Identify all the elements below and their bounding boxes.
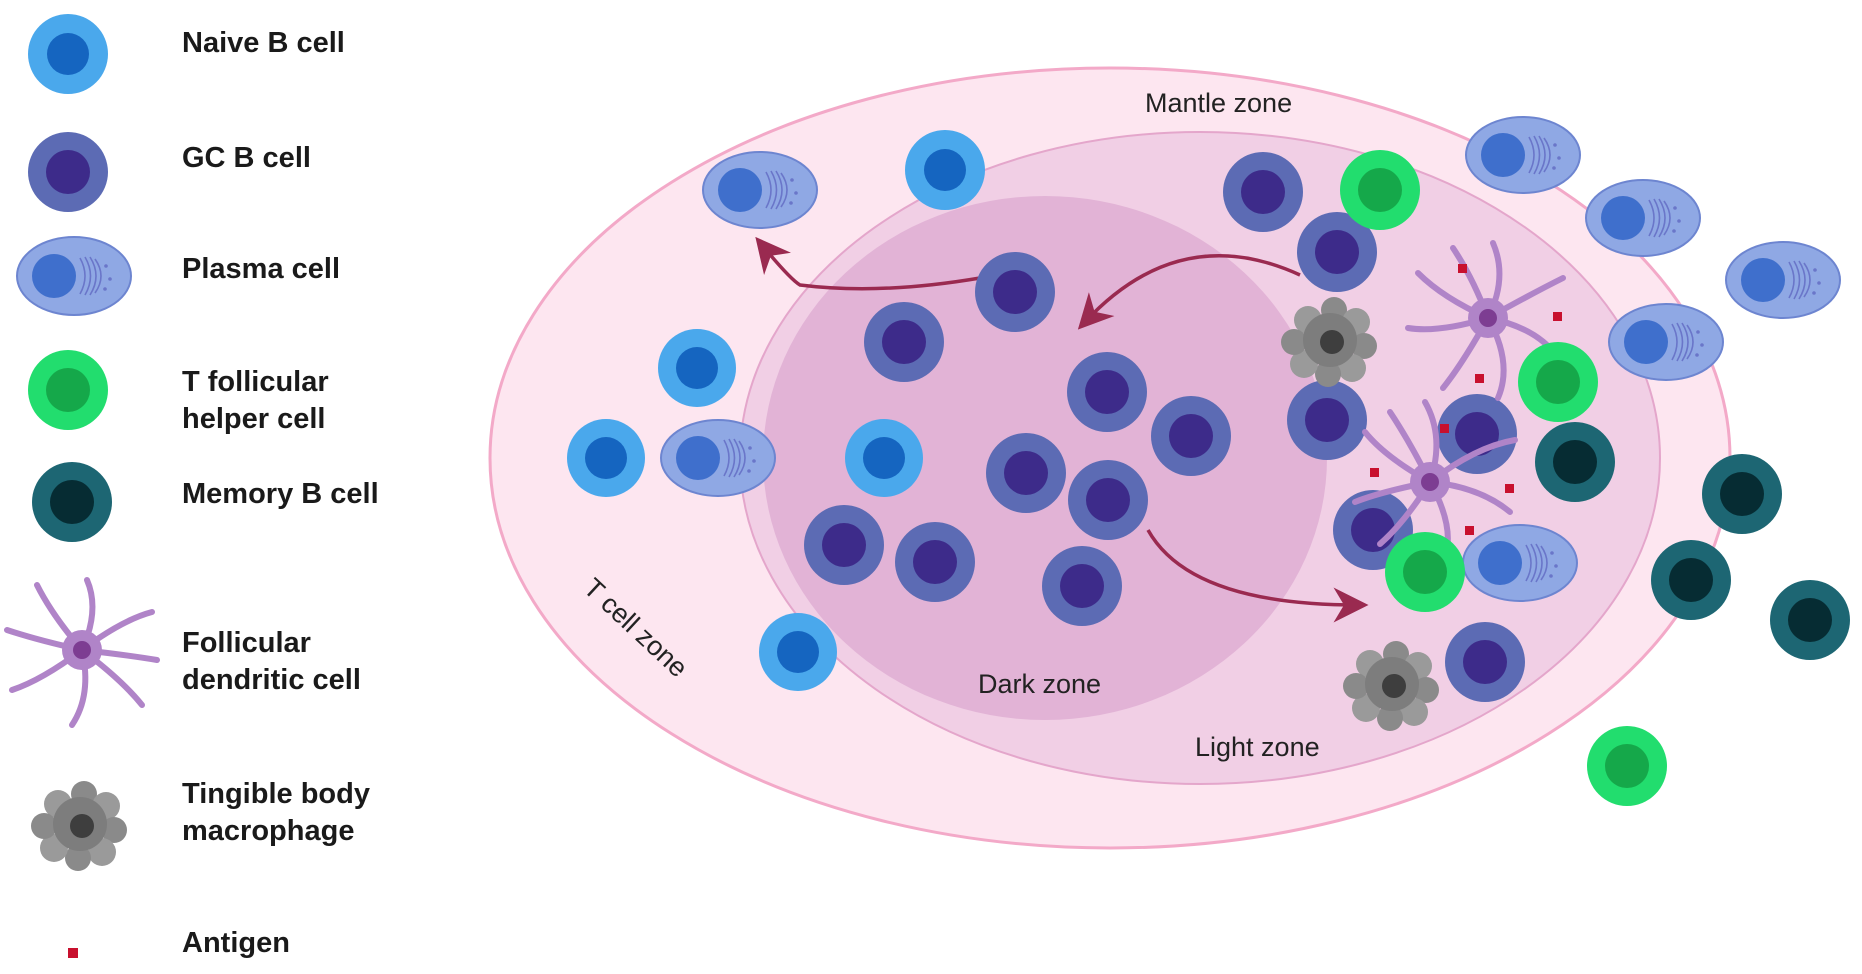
- legend-label-antigen: Antigen: [182, 927, 290, 959]
- legend-label-memory-b-cell: Memory B cell: [182, 478, 379, 510]
- plasma-cell: [1608, 303, 1724, 381]
- plasma-cell: [1462, 524, 1578, 602]
- light-zone-label: Light zone: [1195, 732, 1320, 762]
- t-follicular-helper-cell: [1385, 532, 1465, 612]
- gc-b-cell: [895, 522, 975, 602]
- naive-b-cell: [567, 419, 645, 497]
- follicular-dendritic-cell-icon: [4, 577, 160, 728]
- legend-label-follicular-dendritic-cell: Follicular dendritic cell: [182, 627, 361, 696]
- gc-b-cell: [1223, 152, 1303, 232]
- legend-label-tingible-body-macrophage: Tingible body macrophage: [182, 778, 370, 847]
- gc-b-cell: [1042, 546, 1122, 626]
- legend-label-plasma-cell: Plasma cell: [182, 253, 340, 285]
- gc-b-cell: [986, 433, 1066, 513]
- arrow-light-to-dark: [1077, 254, 1301, 330]
- gc-b-cell: [1068, 460, 1148, 540]
- dark-zone-label: Dark zone: [978, 669, 1101, 699]
- gc-b-cell-icon: [28, 132, 108, 212]
- gc-b-cell: [804, 505, 884, 585]
- plasma-cell: [1725, 241, 1841, 319]
- gc-b-cell: [1437, 394, 1517, 474]
- t-follicular-helper-cell: [1340, 150, 1420, 230]
- tingible-body-macrophage-icon: [31, 781, 127, 871]
- plasma-cell-icon: [16, 236, 132, 316]
- gc-b-cell: [864, 302, 944, 382]
- gc-b-cell: [1445, 622, 1525, 702]
- gc-b-cell: [1151, 396, 1231, 476]
- antigen-dots: [1370, 264, 1562, 535]
- memory-b-cell: [1770, 580, 1850, 660]
- legend-label-gc-b-cell: GC B cell: [182, 142, 311, 174]
- plasma-cell: [660, 419, 776, 497]
- legend-label-t-follicular-helper-cell: T follicular helper cell: [182, 366, 329, 435]
- follicular-dendritic-cell: [1352, 399, 1518, 560]
- memory-b-cell: [1651, 540, 1731, 620]
- t-follicular-helper-cell: [1518, 342, 1598, 422]
- gc-b-cell: [975, 252, 1055, 332]
- naive-b-cell-icon: [28, 14, 108, 94]
- mantle-zone-label: Mantle zone: [1145, 88, 1292, 118]
- t-follicular-helper-cell: [1587, 726, 1667, 806]
- tingible-body-macrophage: [1281, 297, 1377, 387]
- gc-b-cell: [1287, 380, 1367, 460]
- t-follicular-helper-cell-icon: [28, 350, 108, 430]
- naive-b-cell: [845, 419, 923, 497]
- arrow-dark-to-light: [1146, 529, 1369, 623]
- gc-b-cell: [1067, 352, 1147, 432]
- memory-b-cell: [1535, 422, 1615, 502]
- tingible-body-macrophage: [1343, 641, 1439, 731]
- gc-b-cell: [1297, 212, 1377, 292]
- plasma-cell: [702, 151, 818, 229]
- antigen-icon: [68, 948, 78, 958]
- memory-b-cell: [1702, 454, 1782, 534]
- plasma-cell: [1585, 179, 1701, 257]
- naive-b-cell: [905, 130, 985, 210]
- arrow-dark-to-plasma: [755, 236, 981, 291]
- naive-b-cell: [759, 613, 837, 691]
- plasma-cell: [1465, 116, 1581, 194]
- legend-label-naive-b-cell: Naive B cell: [182, 27, 345, 59]
- naive-b-cell: [658, 329, 736, 407]
- memory-b-cell-icon: [32, 462, 112, 542]
